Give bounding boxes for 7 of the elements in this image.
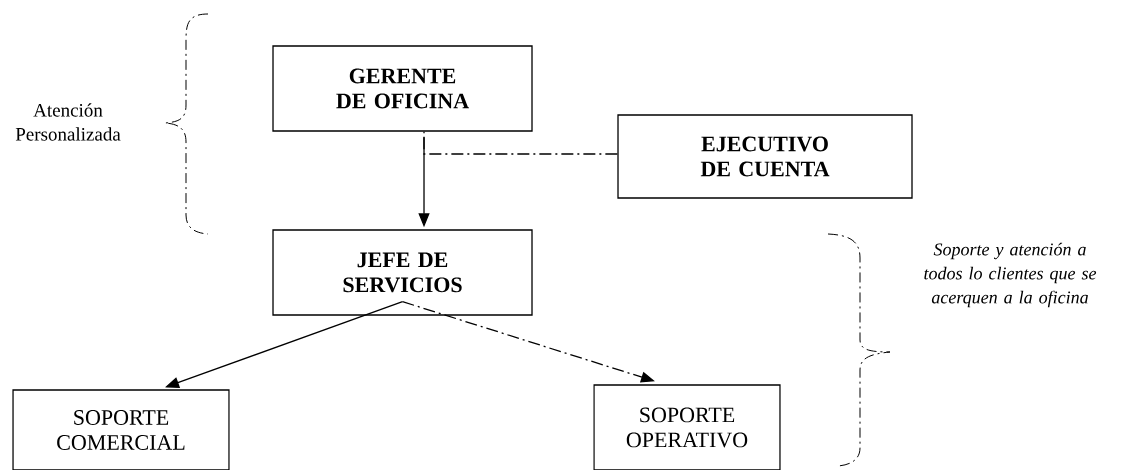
- org-box: JEFE DE SERVICIOS: [272, 229, 533, 316]
- org-box: GERENTE DE OFICINA: [272, 45, 533, 132]
- note-text: Soporte y atención a todos lo clientes que se acerquen a la oficina: [924, 242, 1097, 308]
- note-text: Atención Personalizada: [15, 103, 121, 141]
- org-box: SOPORTE OPERATIVO: [593, 384, 781, 470]
- org-box: SOPORTE COMERCIAL: [12, 389, 230, 470]
- org-box: EJECUTIVO DE CUENTA: [617, 114, 913, 199]
